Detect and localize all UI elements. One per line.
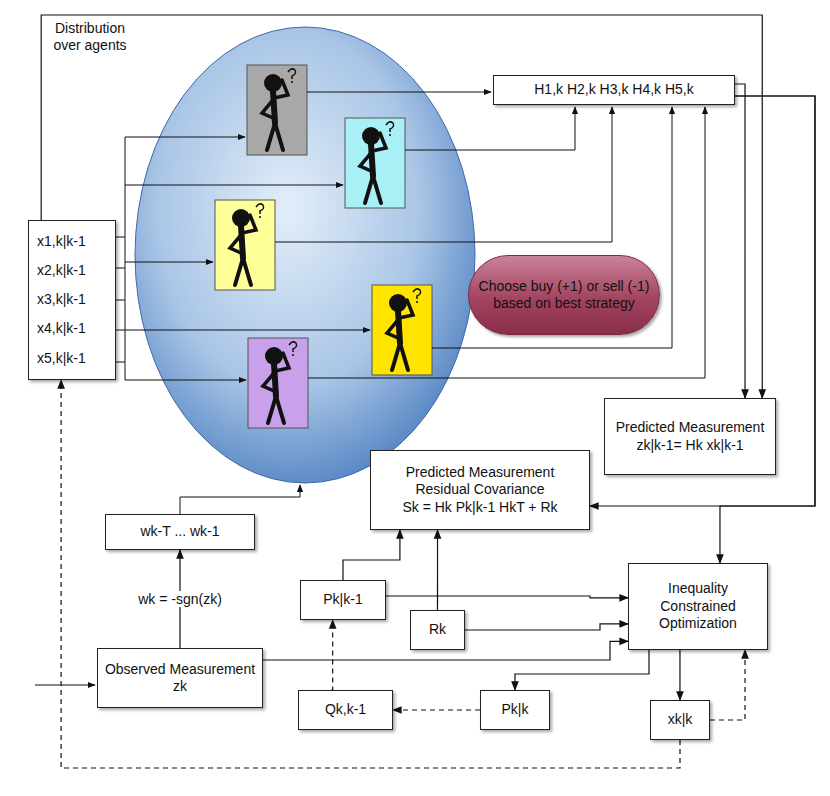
node-text: Qk,k-1: [325, 701, 366, 719]
node-text: x5,k|k-1: [37, 350, 86, 368]
history-box: wk-T ... wk-1: [105, 514, 255, 550]
optimizer-box: Inequality Constrained Optimization: [628, 563, 768, 650]
node-text: Choose buy (+1) or sell (-1) based on be…: [475, 278, 653, 313]
node-text: Inequality Constrained Optimization: [635, 580, 761, 633]
state-box: xk|k: [650, 700, 710, 740]
node-text: Observed Measurement: [105, 661, 255, 679]
node-text: Pk|k: [502, 701, 529, 719]
strategy-pill: Choose buy (+1) or sell (-1) based on be…: [468, 255, 660, 335]
noise-box: Rk: [410, 610, 465, 650]
connector: [515, 650, 649, 690]
node-text: zk|k-1= Hk xk|k-1: [636, 437, 743, 455]
connector: [437, 530, 438, 610]
node-text: Predicted Measurement Residual Covarianc…: [377, 464, 583, 499]
node-text: Pk|k-1: [323, 591, 362, 609]
node-text: xk|k: [668, 711, 693, 729]
connector: [710, 650, 745, 720]
connector: [735, 84, 745, 398]
node-text: Rk: [429, 621, 446, 639]
node-text: x2,k|k-1: [37, 262, 86, 280]
noise-box: Qk,k-1: [298, 690, 393, 730]
annotation-label: Distribution over agents: [47, 20, 133, 54]
agents: [215, 65, 432, 428]
measurement-matrix-box: H1,k H2,k H3,k H4,k H5,k: [493, 75, 735, 105]
agent-population: [135, 27, 475, 483]
connector: [393, 709, 480, 710]
connector: [679, 650, 680, 700]
connector: [343, 530, 400, 580]
node-text: Sk = Hk Pk|k-1 HkT + Rk: [402, 499, 557, 517]
node-text: H1,k H2,k H3,k H4,k H5,k: [534, 81, 694, 99]
edge-label: wk = -sgn(zk): [136, 591, 224, 607]
node-text: x3,k|k-1: [37, 291, 86, 309]
connector: [41, 15, 762, 398]
state-vector-box: x1,k|k-1 x2,k|k-1 x3,k|k-1 x4,k|k-1 x5,k|k-1: [28, 220, 116, 380]
process-box: Predicted Measurement Residual Covarianc…: [370, 450, 590, 530]
agent-wires: [35, 92, 705, 685]
covariance-box: Pk|k-1: [300, 580, 386, 620]
process-box: Predicted Measurementzk|k-1= Hk xk|k-1: [604, 398, 776, 475]
connector: [61, 380, 680, 768]
node-text: wk-T ... wk-1: [140, 523, 219, 541]
measurement-box: Observed Measurementzk: [97, 648, 263, 708]
connector: [720, 96, 815, 563]
node-text: Predicted Measurement: [616, 419, 765, 437]
connector: [331, 620, 332, 690]
covariance-box: Pk|k: [480, 690, 550, 730]
node-text: x1,k|k-1: [37, 233, 86, 251]
node-text: x4,k|k-1: [37, 320, 86, 338]
node-text: zk: [173, 678, 187, 696]
connector: [386, 596, 628, 598]
connector: [465, 624, 628, 630]
